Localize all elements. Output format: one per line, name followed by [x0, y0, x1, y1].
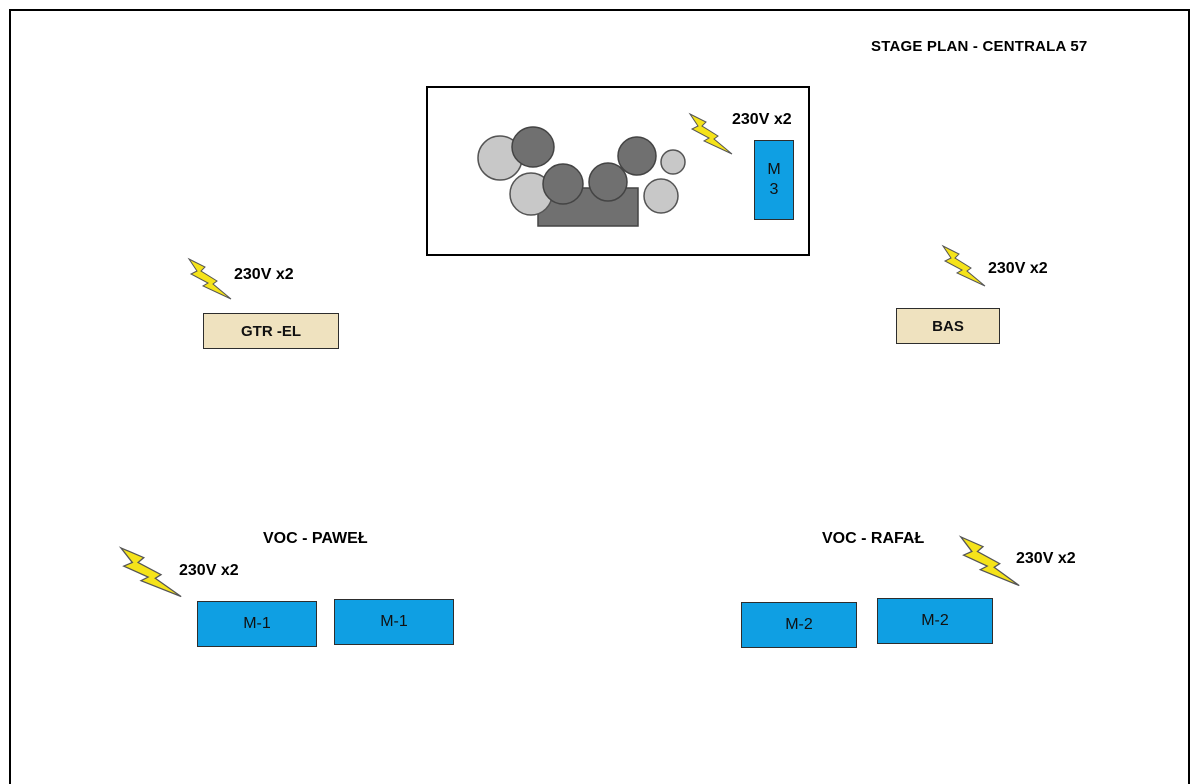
drum-power-label: 230V x2 — [732, 111, 792, 128]
bass-power-label: 230V x2 — [988, 260, 1048, 277]
lightning-bolt-icon — [187, 257, 232, 300]
vocal-right-power-label: 230V x2 — [1016, 550, 1076, 567]
monitor-m1-right: M-1 — [334, 599, 454, 645]
drum-monitor-line1: M — [767, 161, 781, 178]
tom-top — [511, 126, 555, 168]
vocal-right-name: VOC - RAFAŁ — [822, 530, 925, 547]
page-title: STAGE PLAN - CENTRALA 57 — [871, 38, 1088, 55]
vocal-left-power-label: 230V x2 — [179, 562, 239, 579]
drum-monitor-line2: 3 — [769, 181, 779, 198]
monitor-m2-right: M-2 — [877, 598, 993, 644]
cymbal-right-small — [660, 149, 686, 175]
tom-right — [617, 136, 657, 176]
monitor-m2-left: M-2 — [741, 602, 857, 648]
drum-kit — [477, 126, 686, 227]
lightning-bolt-icon — [941, 244, 986, 287]
tom-center — [588, 162, 628, 202]
drum-riser: M 3 230V x2 — [426, 86, 810, 256]
vocal-left-name: VOC - PAWEŁ — [263, 530, 368, 547]
lightning-bolt-icon — [958, 535, 1020, 587]
lightning-bolt-icon — [688, 112, 733, 155]
cymbal-right — [643, 178, 679, 214]
guitar-power-label: 230V x2 — [234, 266, 294, 283]
bass-amp: BAS — [896, 308, 1000, 344]
tom-left — [542, 163, 584, 205]
drum-monitor-m3: M 3 — [754, 140, 794, 220]
guitar-amp: GTR -EL — [203, 313, 339, 349]
lightning-bolt-icon — [118, 546, 182, 598]
stage-outline — [9, 9, 1190, 784]
monitor-m1-left: M-1 — [197, 601, 317, 647]
